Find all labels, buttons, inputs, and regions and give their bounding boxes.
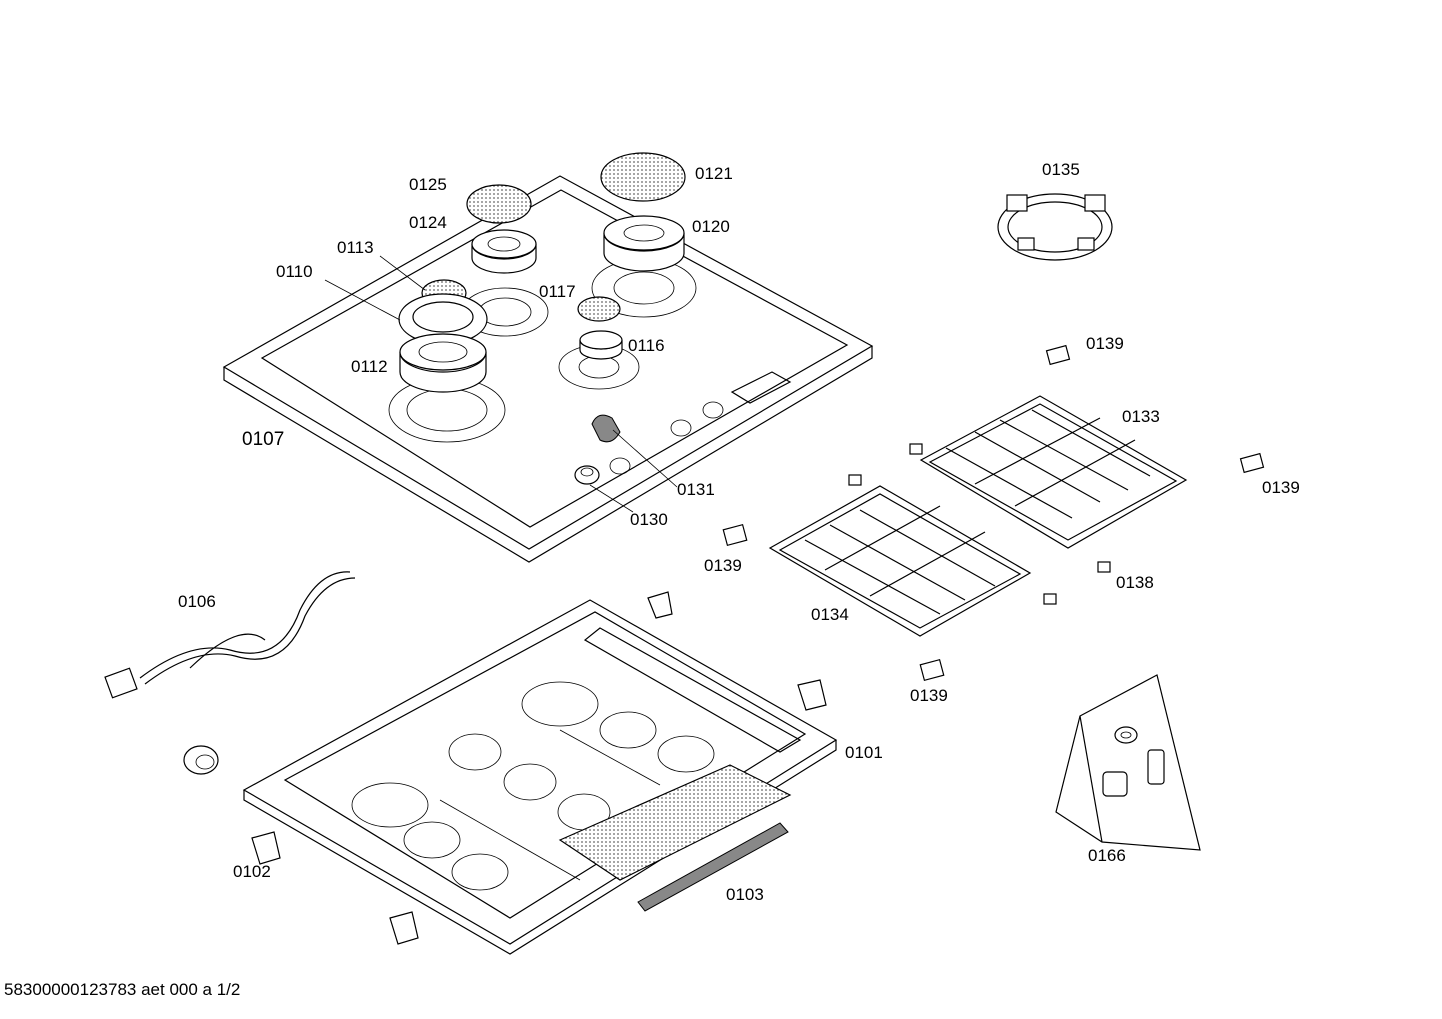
label-0130: 0130 [630,510,668,529]
label-0125: 0125 [409,175,447,194]
label-0135: 0135 [1042,160,1080,179]
part-labels: 0101 0102 0103 0106 0107 0110 0112 0113 … [178,160,1300,904]
label-0139-bottom: 0139 [910,686,948,705]
label-0110: 0110 [276,262,313,281]
medium-burner-assembly [466,184,537,274]
label-0124: 0124 [409,213,447,232]
label-0139-right: 0139 [1262,478,1300,497]
ignition-unit [183,745,219,775]
label-0121: 0121 [695,164,733,183]
sealing-strip [637,822,789,912]
label-0139-left: 0139 [704,556,742,575]
label-0117: 0117 [539,282,576,301]
control-knob [591,414,621,443]
label-0134: 0134 [811,605,849,624]
large-burner-assembly [398,279,488,393]
mounting-clips [251,591,827,945]
label-0103: 0103 [726,885,764,904]
label-0133: 0133 [1122,407,1160,426]
document-id: 58300000123783 aet 000 a 1/2 [4,980,241,999]
small-burner-assembly [577,296,623,360]
hob-top-plate [222,175,874,563]
knob-spindle [574,465,600,485]
bottom-tray [242,599,838,955]
label-0106: 0106 [178,592,216,611]
power-cable [104,571,356,699]
label-0120: 0120 [692,217,730,236]
pan-support-right [919,395,1188,549]
wok-ring [997,193,1113,261]
rubber-feet [722,344,1265,682]
label-0116: 0116 [628,336,665,355]
pan-support-left [768,485,1032,637]
label-0102: 0102 [233,862,271,881]
wok-burner-assembly [600,152,686,272]
label-0166: 0166 [1088,846,1126,865]
leader-lines [324,255,678,513]
label-0139-top: 0139 [1086,334,1124,353]
label-0101: 0101 [845,743,883,762]
label-0138: 0138 [1116,573,1154,592]
label-0113: 0113 [337,238,374,257]
accessory-bag [1055,674,1201,851]
label-0131: 0131 [677,480,715,499]
label-0107: 0107 [242,429,284,450]
label-0112: 0112 [351,357,388,376]
